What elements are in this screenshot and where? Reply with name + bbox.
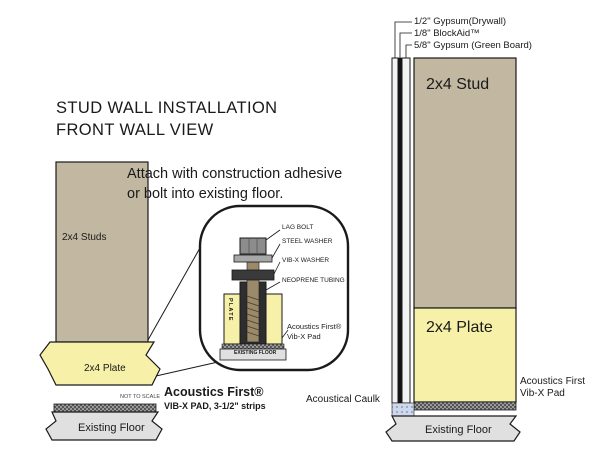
right-pad-label-line-1: Acoustics First [520,376,586,387]
detail-bolt-threads [246,295,260,337]
caulk-label: Acoustical Caulk [306,394,380,405]
right-stud-label: 2x4 Stud [426,76,490,93]
detail-steel-washer-label: STEEL WASHER [282,238,333,245]
detail-pad-label-line-1: Acoustics First® [287,322,342,331]
left-stud-wall [39,161,219,441]
right-blockaid [397,57,403,404]
instruction-line-1: Attach with construction adhesive [127,166,343,182]
left-floor-label: Existing Floor [78,422,145,434]
right-plate-label: 2x4 Plate [426,319,493,336]
left-floor-shape [45,411,163,441]
detail-plate-label: PLATE [227,298,233,322]
right-pad-label-line-2: Vib-X Pad [520,388,565,399]
left-studs-rect [55,161,149,343]
right-vibx-pad [413,401,517,411]
right-stud-rect [413,57,517,309]
diagram-title-line-2: FRONT WALL VIEW [56,121,214,139]
layer-gypsum-drywall-label: 1/2" Gypsum(Drywall) [414,16,507,27]
left-plate-shape [39,341,161,386]
detail-pad-label-line-2: Vib-X Pad [287,332,321,341]
right-floor-shape [385,415,521,442]
right-acoustical-caulk [391,402,415,417]
detail-bolt-head [239,237,267,255]
detail-lag-bolt-label: LAG BOLT [282,224,314,231]
left-studs-label: 2x4 Studs [62,232,107,243]
detail-vibx-pad [221,343,285,350]
detail-callout [198,204,350,372]
right-gypsum-greenboard [401,57,411,404]
left-pad-brand: Acoustics First® [164,385,264,399]
diagram-title-line-1: STUD WALL INSTALLATION [56,99,278,117]
left-callout-line-2 [155,361,219,377]
detail-vibx-washer-label: VIB-X WASHER [282,257,330,264]
left-vibx-pad [53,403,157,413]
detail-floor [219,348,287,361]
layer-blockaid-label: 1/8" BlockAid™ [414,28,480,39]
left-pad-description: VIB-X PAD, 3-1/2" strips [164,401,266,411]
right-stud-wall [385,21,521,442]
instruction-line-2: or bolt into existing floor. [127,186,284,202]
detail-neoprene-label: NEOPRENE TUBING [282,277,345,284]
right-gypsum-drywall [391,57,399,404]
detail-leader-lines [265,229,289,339]
left-plate-label: 2x4 Plate [84,363,126,374]
scale-note: NOT TO SCALE [120,394,161,400]
layer-greenboard-label: 5/8" Gypsum (Green Board) [414,40,532,51]
detail-floor-label: EXISTING FLOOR [234,350,277,356]
right-floor-label: Existing Floor [425,424,492,436]
right-plate-rect [413,307,517,403]
detail-vibx-washer [231,269,275,281]
right-leader-lines [394,21,412,58]
detail-steel-washer [233,254,273,263]
